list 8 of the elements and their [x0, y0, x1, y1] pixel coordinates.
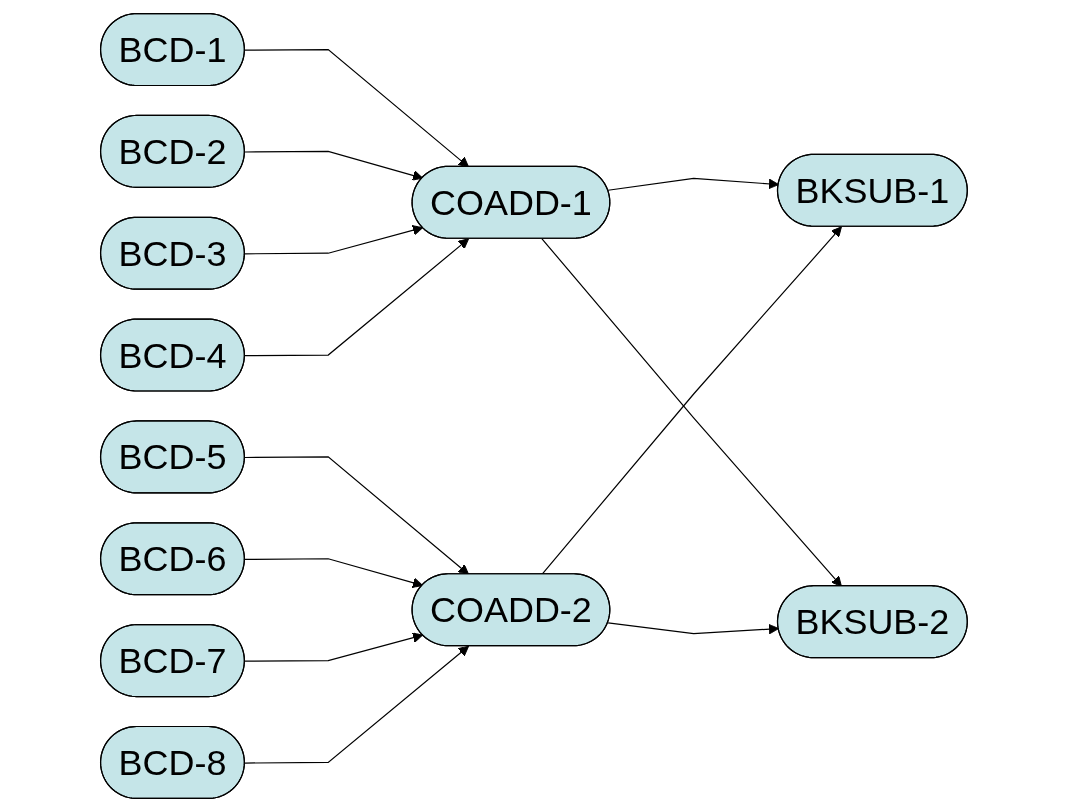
arrow	[244, 225, 424, 255]
arrow	[244, 456, 470, 575]
arrow	[244, 238, 470, 357]
arrow	[244, 632, 424, 662]
arrow	[244, 558, 424, 588]
arrow	[244, 645, 470, 764]
arrow	[244, 150, 424, 181]
arrow	[244, 48, 470, 168]
